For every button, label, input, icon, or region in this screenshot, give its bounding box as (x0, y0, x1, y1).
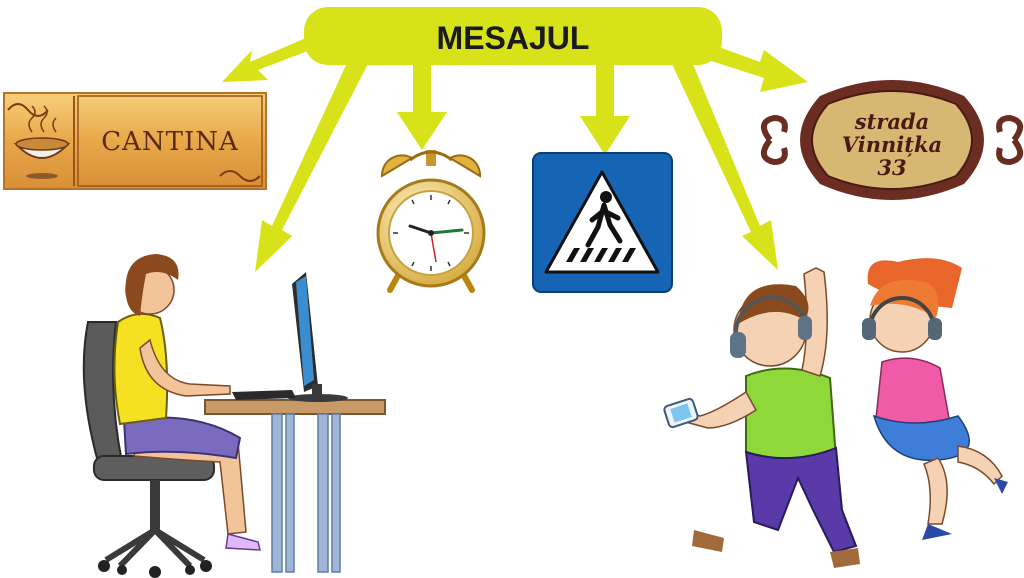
arrow-to-crosswalk-sign (580, 60, 630, 155)
boy-figure (663, 267, 860, 568)
soup-bowl-icon (13, 105, 71, 179)
page-title: MESAJUL (437, 20, 590, 56)
computer-monitor-icon (288, 272, 348, 402)
arrow-to-street-sign (696, 40, 808, 92)
computer-user-illustration (82, 254, 386, 578)
arrows (222, 32, 808, 272)
cantina-sign: CANTINA (3, 92, 267, 190)
street-sign-line-2: Vinnițka (842, 132, 942, 157)
arrow-to-computer-user (255, 52, 370, 272)
kids-illustration (663, 258, 1008, 568)
arrow-to-alarm-clock (397, 60, 447, 150)
smartphone-icon (663, 397, 699, 429)
arrow-to-kids (670, 52, 778, 270)
cantina-label: CANTINA (101, 127, 239, 157)
pedestrian-crossing-sign-icon (532, 152, 673, 293)
girl-figure (862, 258, 1008, 540)
message-bubble: MESAJUL (304, 7, 722, 65)
street-sign: strada Vinnițka 33 (761, 80, 1023, 200)
street-sign-line-3: 33 (877, 155, 906, 180)
street-sign-line-1: strada (854, 109, 929, 134)
headphones-icon (730, 295, 812, 358)
alarm-clock-icon (376, 150, 486, 293)
arrow-to-cantina (222, 32, 326, 82)
